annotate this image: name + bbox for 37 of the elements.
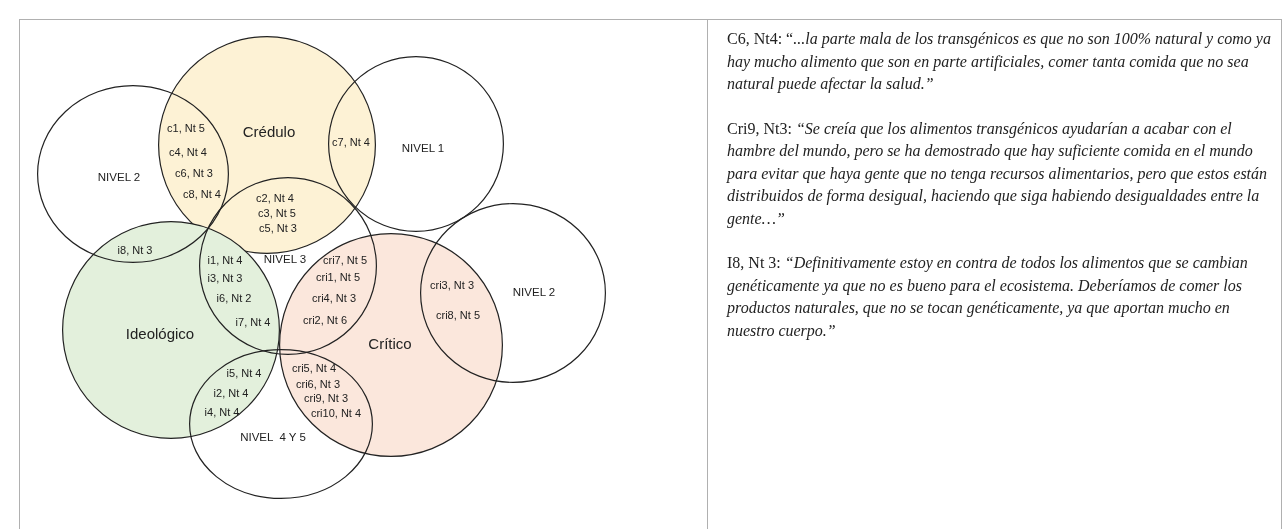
region-label: cri10, Nt 4: [310, 407, 362, 419]
region-label: cri7, Nt 5: [323, 254, 367, 266]
region-label: cri4, Nt 3: [312, 292, 356, 304]
region-label: cri6, Nt 3: [296, 378, 340, 390]
level-label: NIVEL 2: [512, 287, 556, 299]
level-label: NIVEL 4 Y 5: [240, 432, 306, 444]
region-label: i8, Nt 3: [117, 244, 153, 256]
region-label: cri8, Nt 5: [436, 309, 480, 321]
region-label: cri9, Nt 3: [304, 392, 348, 404]
quote-paragraph: Cri9, Nt3: “Se creía que los alimentos transgénicos ayudarían a acabar con el hambre del mundo, pero se ha demostrado que hay suficiente comida en el mundo para evitar que haya gente que no tenga recursos alimentarios, pero que estos están distribuidos de forma desigual, haciendo que siga habiendo desigualdades entre la gente…”: [727, 118, 1269, 230]
region-label: cri1, Nt 5: [316, 271, 360, 283]
region-label: i4, Nt 4: [204, 406, 240, 418]
region-label: c1, Nt 5: [167, 122, 205, 134]
region-label: c8, Nt 4: [183, 188, 221, 200]
set-title: Ideológico: [125, 325, 195, 341]
set-title: Crédulo: [242, 123, 296, 139]
level-label: NIVEL 2: [97, 172, 141, 184]
level-label: NIVEL 1: [401, 143, 445, 155]
quote-paragraph: I8, Nt 3: “Definitivamente estoy en contra de todos los alimentos que se cambian genéticamente ya que no es bueno para el ecosistema. Deberíamos de comer los productos naturales, que no se tocan genéticamente, ya que aportan mucho en nuestro cuerpo.”: [727, 253, 1249, 342]
region-label: cri2, Nt 6: [303, 314, 347, 326]
region-label: c3, Nt 5: [258, 207, 296, 219]
set-title: Crítico: [368, 335, 412, 351]
region-label: i2, Nt 4: [213, 387, 249, 399]
region-label: i7, Nt 4: [235, 316, 271, 328]
region-label: c2, Nt 4: [256, 192, 294, 204]
region-label: i1, Nt 4: [207, 254, 243, 266]
region-label: c6, Nt 3: [175, 167, 213, 179]
level-label: NIVEL 3: [263, 254, 307, 266]
region-label: i5, Nt 4: [226, 367, 262, 379]
region-label: c5, Nt 3: [259, 222, 297, 234]
region-label: c7, Nt 4: [332, 136, 370, 148]
region-label: i6, Nt 2: [216, 292, 252, 304]
region-label: cri5, Nt 4: [292, 362, 336, 374]
region-label: c4, Nt 4: [169, 146, 207, 158]
region-label: i3, Nt 3: [207, 272, 243, 284]
region-label: cri3, Nt 3: [430, 279, 474, 291]
quote-paragraph: C6, Nt4: “...la parte mala de los transgénicos es que no son 100% natural y como ya hay mucho alimento que son en parte artificiales, comer tanta comida que no sea natural puede afectar la salud.”: [727, 29, 1272, 95]
